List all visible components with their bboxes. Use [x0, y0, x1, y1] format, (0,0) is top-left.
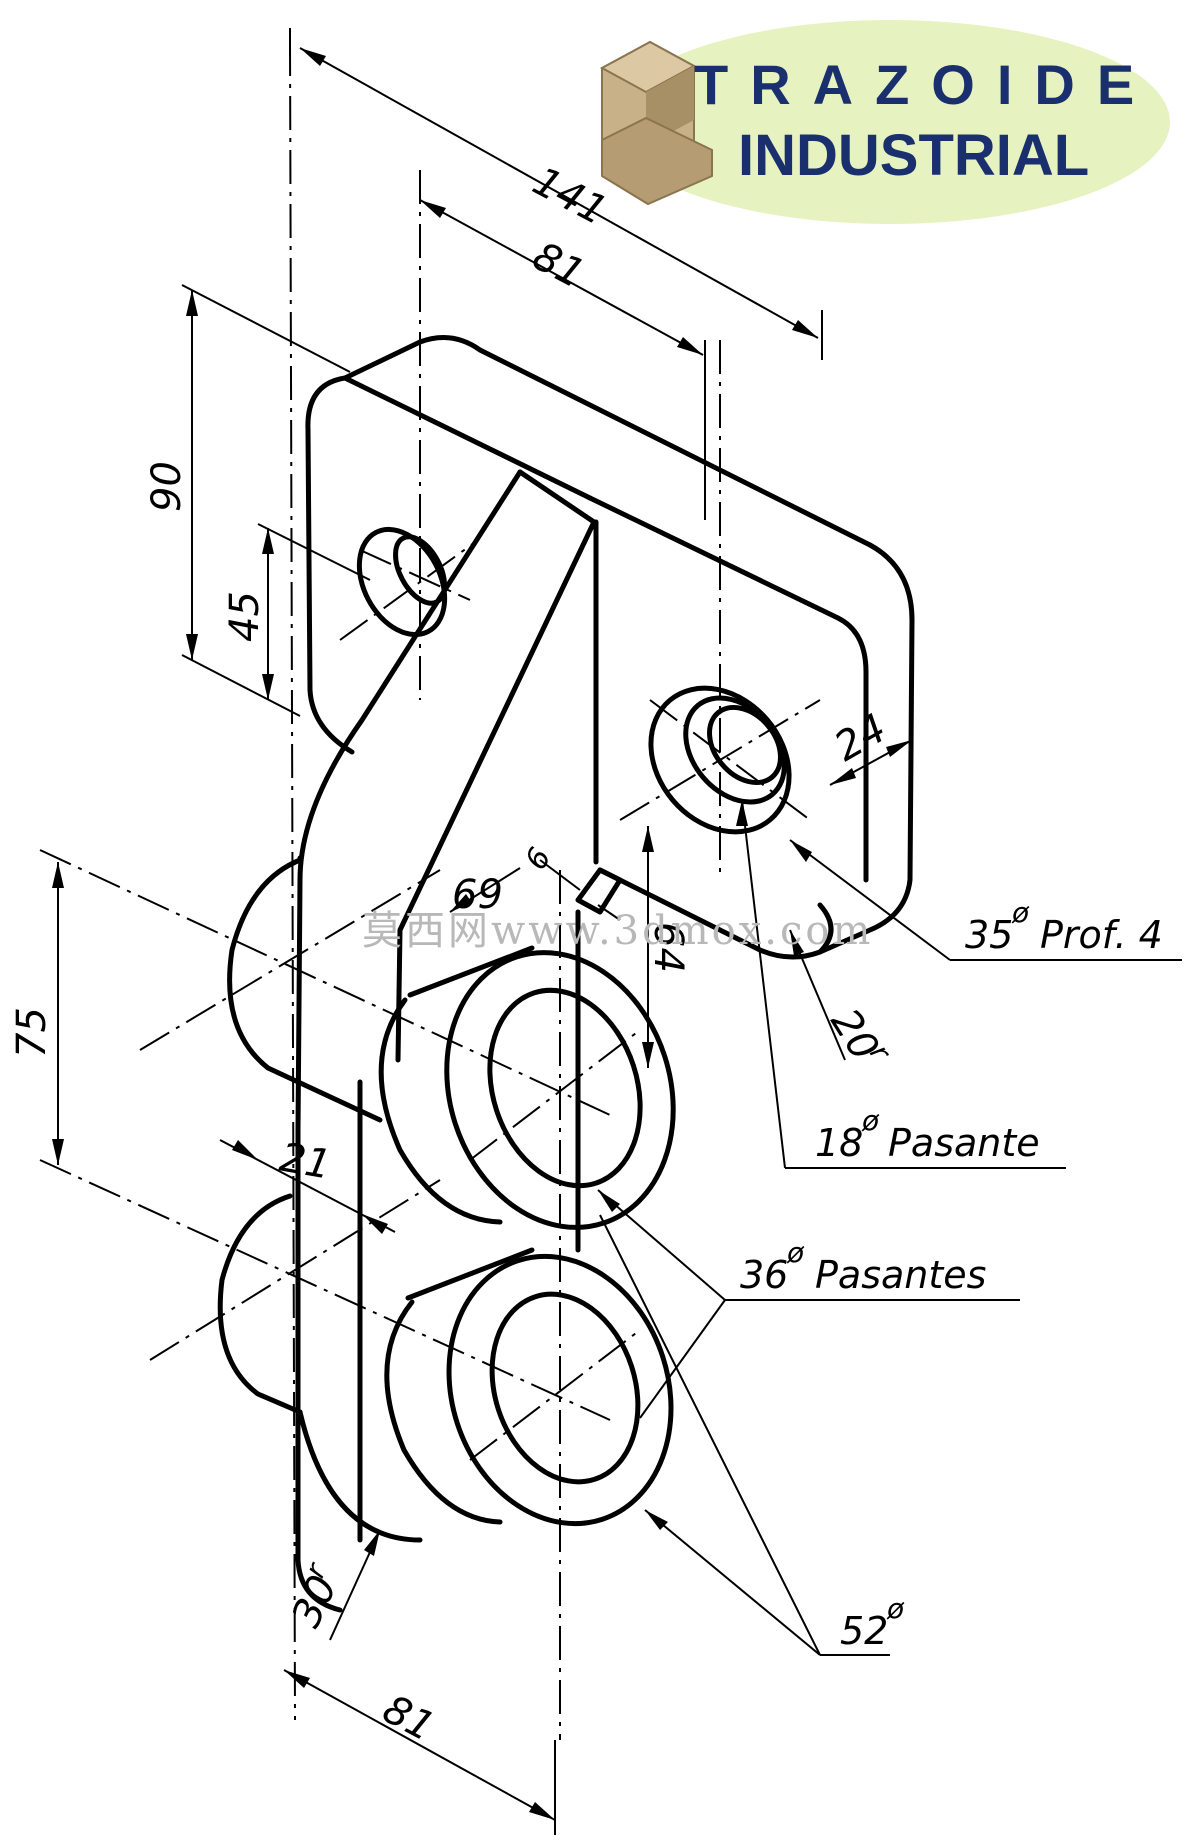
dim-81-bottom: 81	[375, 1686, 442, 1751]
dim-141: 141	[525, 158, 614, 234]
logo-ellipse	[610, 20, 1170, 224]
note-35-prof: 35 ø Prof. 4	[965, 896, 1163, 957]
svg-text:Pasantes: Pasantes	[815, 1253, 986, 1297]
svg-text:35: 35	[965, 913, 1013, 957]
annotation-notes: 35 ø Prof. 4 18 ø Pasante 36 ø Pasantes …	[740, 896, 1163, 1653]
dimension-lines	[52, 28, 1182, 1835]
dim-6: 6	[519, 842, 559, 876]
svg-text:ø: ø	[861, 1104, 880, 1137]
dim-90: 90	[144, 461, 190, 512]
svg-text:Pasante: Pasante	[888, 1121, 1040, 1165]
svg-text:Prof. 4: Prof. 4	[1040, 913, 1163, 957]
svg-text:18: 18	[815, 1121, 863, 1165]
svg-text:ø: ø	[886, 1592, 905, 1625]
dim-30-radius: 30 r	[283, 1557, 346, 1634]
svg-text:ø: ø	[786, 1236, 805, 1269]
upper-cylinder	[227, 855, 676, 1230]
note-52: 52 ø	[840, 1592, 905, 1653]
dim-24: 24	[827, 705, 894, 770]
dim-21: 21	[276, 1135, 334, 1189]
note-36-pasantes: 36 ø Pasantes	[740, 1236, 986, 1297]
dim-45: 45	[222, 591, 268, 642]
dim-75: 75	[9, 1007, 55, 1058]
lower-cylinder	[217, 1193, 674, 1543]
center-lines	[39, 41, 821, 1740]
dim-64: 64	[645, 922, 691, 973]
logo-block-icon	[599, 40, 713, 206]
watermark: 莫西网www.3dmox.com	[362, 908, 873, 954]
dim-69: 69	[452, 872, 503, 918]
logo: TRAZOIDE INDUSTRIAL	[599, 20, 1170, 224]
dim-20-radius: 20 r	[822, 1001, 898, 1069]
svg-text:ø: ø	[1011, 896, 1030, 929]
note-18-pasante: 18 ø Pasante	[815, 1104, 1040, 1165]
top-block	[305, 335, 915, 960]
svg-text:36: 36	[740, 1253, 788, 1297]
logo-subtitle: INDUSTRIAL	[738, 123, 1089, 188]
rib	[295, 469, 623, 1613]
svg-text:52: 52	[840, 1609, 888, 1653]
logo-title: TRAZOIDE	[694, 53, 1156, 116]
